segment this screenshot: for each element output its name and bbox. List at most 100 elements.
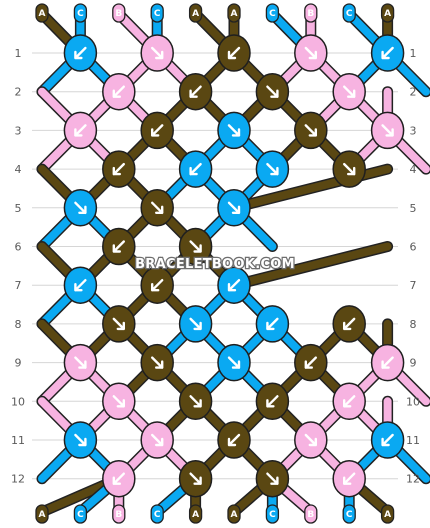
knot <box>255 305 290 343</box>
knot <box>255 382 290 421</box>
knot <box>63 111 98 150</box>
string-end-bottom: A <box>188 504 203 524</box>
string-end-bottom: C <box>265 504 280 524</box>
knot-arrow-icon <box>151 124 164 137</box>
svg-text:C: C <box>346 510 353 520</box>
knot-arrow-icon <box>343 317 356 331</box>
svg-text:C: C <box>269 510 276 520</box>
knot <box>63 266 98 304</box>
knot <box>63 34 98 72</box>
row-label-left: 10 <box>11 395 25 408</box>
string-end-bottom: A <box>227 504 241 524</box>
row-label-right: 5 <box>410 202 417 215</box>
knot-arrow-icon <box>227 279 241 292</box>
string-end-bottom: A <box>380 504 395 524</box>
knot-arrow-icon <box>112 85 125 98</box>
row-label-left: 11 <box>11 434 25 447</box>
knot-arrow-icon <box>266 317 279 331</box>
knot <box>217 111 251 150</box>
row-label-right: 8 <box>410 318 417 331</box>
knot <box>370 111 405 150</box>
knot <box>178 227 213 266</box>
knot <box>178 150 213 188</box>
knot <box>63 189 98 227</box>
knot <box>332 382 366 421</box>
knot-arrow-icon <box>74 433 87 447</box>
knot-arrow-icon <box>304 124 317 137</box>
row-label-right: 6 <box>410 241 417 254</box>
knot <box>294 111 328 150</box>
svg-text:A: A <box>192 9 199 19</box>
knot-arrow-icon <box>381 433 394 447</box>
knot <box>217 266 251 304</box>
knot <box>102 459 136 498</box>
svg-text:C: C <box>77 9 84 19</box>
row-label-left: 6 <box>15 241 22 254</box>
knot-arrow-icon <box>227 124 241 137</box>
row-label-right: 11 <box>406 434 420 447</box>
knot <box>178 382 213 421</box>
knot <box>370 34 405 72</box>
row-label-left: 2 <box>15 86 22 99</box>
string-end-top: C <box>73 3 88 23</box>
knot <box>178 72 213 111</box>
knot <box>255 72 290 111</box>
knot-arrow-icon <box>227 433 241 447</box>
svg-text:B: B <box>307 510 314 520</box>
knot-arrow-icon <box>189 162 202 176</box>
knot-arrow-icon <box>74 124 87 137</box>
knot-arrow-icon <box>227 356 241 369</box>
knot <box>140 343 174 382</box>
knot-arrow-icon <box>266 472 279 485</box>
knot-arrow-icon <box>381 46 394 60</box>
row-label-right: 4 <box>410 163 417 176</box>
knot <box>217 343 251 382</box>
row-label-left: 8 <box>15 318 22 331</box>
svg-text:C: C <box>154 510 161 520</box>
knot-arrow-icon <box>343 162 356 176</box>
knot <box>63 343 98 382</box>
svg-text:C: C <box>77 510 84 520</box>
knot <box>140 266 174 304</box>
svg-text:A: A <box>231 9 238 19</box>
svg-text:A: A <box>384 9 391 19</box>
thread-segment <box>230 242 392 290</box>
row-label-left: 1 <box>15 47 22 60</box>
knot-arrow-icon <box>343 395 356 408</box>
knot-arrow-icon <box>304 356 317 369</box>
svg-text:A: A <box>39 9 46 19</box>
knot <box>294 421 328 459</box>
knot-arrow-icon <box>112 472 125 485</box>
knot <box>178 305 213 343</box>
svg-text:A: A <box>39 510 46 520</box>
row-label-right: 1 <box>410 47 417 60</box>
knot-arrow-icon <box>112 240 125 253</box>
string-end-top: B <box>112 3 126 23</box>
knot-arrow-icon <box>151 433 164 447</box>
knot-arrow-icon <box>343 85 356 98</box>
knot-arrow-icon <box>189 317 202 331</box>
row-label-left: 12 <box>11 473 25 486</box>
svg-text:A: A <box>384 510 391 520</box>
string-end-top: C <box>265 3 280 23</box>
row-label-right: 10 <box>406 395 420 408</box>
knot-arrow-icon <box>112 162 125 176</box>
knot-layer <box>63 34 405 498</box>
string-end-bottom: B <box>304 504 318 524</box>
knot-arrow-icon <box>151 46 164 60</box>
knot-arrow-icon <box>74 201 87 214</box>
knot-arrow-icon <box>227 201 241 214</box>
knot-arrow-icon <box>189 395 202 408</box>
knot-arrow-icon <box>189 85 202 98</box>
knot-arrow-icon <box>74 356 87 369</box>
knot <box>63 421 98 459</box>
svg-text:B: B <box>115 9 122 19</box>
knot <box>332 459 366 498</box>
knot <box>140 34 174 72</box>
knot-arrow-icon <box>112 395 125 408</box>
knot <box>102 227 136 266</box>
row-label-left: 9 <box>15 357 22 370</box>
string-end-top: B <box>304 3 318 23</box>
knot <box>255 150 290 188</box>
row-label-left: 4 <box>15 163 22 176</box>
